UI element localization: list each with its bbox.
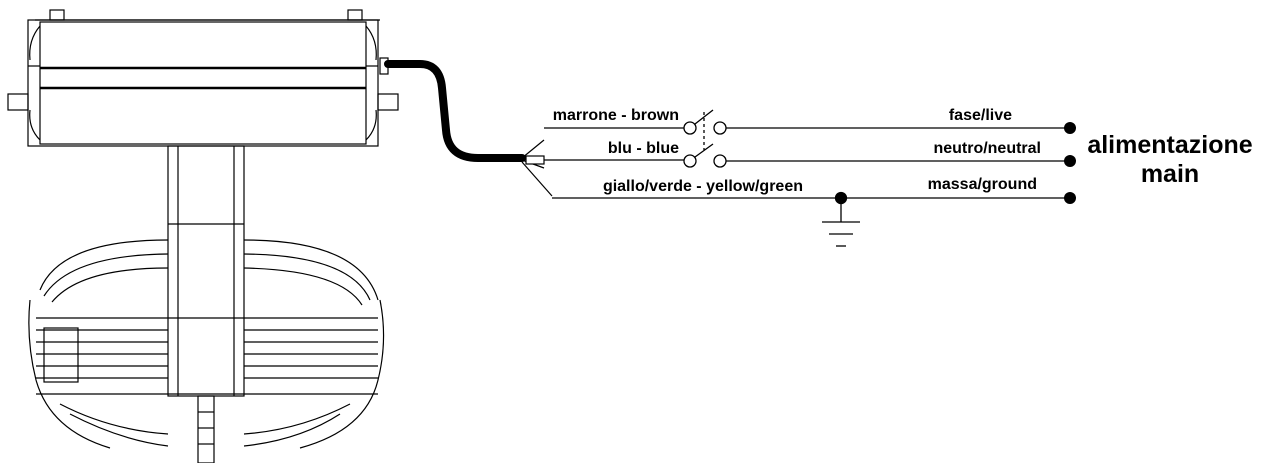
cable-breakout bbox=[521, 139, 553, 197]
neutral-terminal-label: neutro/neutral bbox=[933, 140, 1041, 157]
side-knobs bbox=[7, 57, 399, 111]
power-cable bbox=[384, 60, 553, 197]
terminal-ground bbox=[1064, 192, 1076, 204]
terminal-neutral bbox=[1064, 155, 1076, 167]
ground-terminal-label: massa/ground bbox=[928, 176, 1037, 193]
switch-contact-neutral-out bbox=[713, 154, 727, 168]
fixture-head bbox=[28, 239, 385, 463]
switch-contact-live-out bbox=[713, 121, 727, 135]
fixture-yoke bbox=[167, 145, 245, 397]
fixture-drawing bbox=[7, 9, 399, 463]
supply-label-line1: alimentazione bbox=[1087, 131, 1252, 159]
mounting-tabs bbox=[35, 9, 380, 21]
wires bbox=[544, 127, 1068, 199]
ground-symbol bbox=[822, 191, 860, 247]
ground-wire-label: giallo/verde - yellow/green bbox=[603, 178, 803, 195]
switch-contact-neutral-in bbox=[683, 154, 697, 168]
supply-terminals bbox=[1064, 122, 1076, 204]
terminal-live bbox=[1064, 122, 1076, 134]
brown-wire-label: marrone - brown bbox=[553, 107, 679, 124]
fixture-body bbox=[27, 19, 379, 147]
blue-wire-label: blu - blue bbox=[608, 140, 679, 157]
supply-label-line2: main bbox=[1141, 160, 1199, 188]
switch-contact-live-in bbox=[683, 121, 697, 135]
double-pole-switch bbox=[683, 109, 727, 168]
live-terminal-label: fase/live bbox=[949, 107, 1012, 124]
